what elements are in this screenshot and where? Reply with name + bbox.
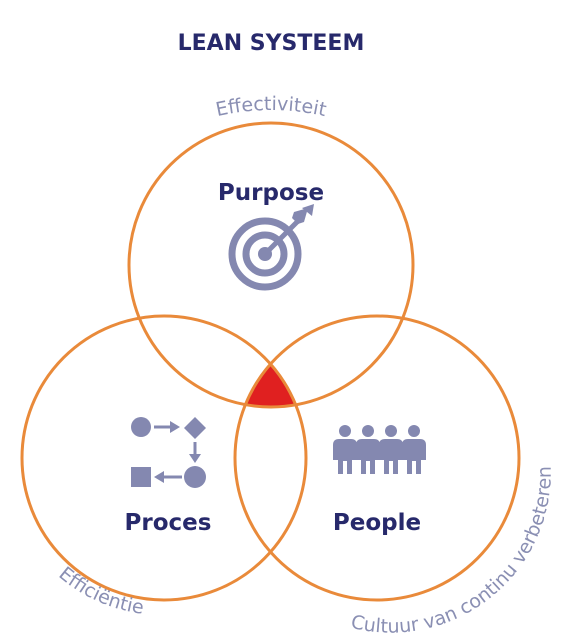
purpose-label: Purpose [218, 180, 324, 206]
arc-label-efficientie: Efficiëntie [55, 563, 146, 619]
process-flow-icon [131, 417, 206, 488]
people-group-icon [333, 425, 426, 474]
proces-label: Proces [125, 510, 212, 536]
proces-circle [20, 314, 308, 602]
arc-label-effectiviteit: Effectiviteit [214, 93, 329, 121]
people-label: People [333, 510, 421, 536]
arc-label-cultuur: Cultuur van continu verbeteren [349, 466, 556, 638]
purpose-circle [127, 121, 415, 409]
diagram-title: LEAN SYSTEEM [178, 31, 365, 56]
people-circle [233, 314, 521, 602]
target-icon [228, 204, 314, 291]
